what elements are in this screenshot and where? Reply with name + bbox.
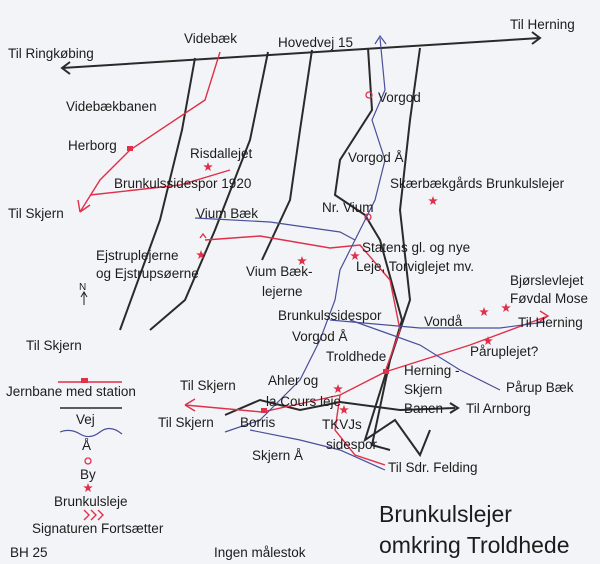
legend-river-line <box>59 427 123 438</box>
label-bjorslev: Bjørslevlejet <box>510 273 584 288</box>
vium-baek-river <box>194 217 356 241</box>
map-title-line1: Brunkulslejer <box>379 501 512 527</box>
author-mark: BH 25 <box>10 545 48 560</box>
rivers <box>194 34 546 471</box>
legend: Jernbane med station Vej Å By Brunkulsle… <box>6 378 164 536</box>
legend-road: Vej <box>76 412 95 427</box>
label-til-herning-2: Til Herning <box>518 315 583 330</box>
label-tkvj: TKVJs <box>322 417 362 432</box>
lignite-star-icon <box>428 196 438 205</box>
legend-river: Å <box>82 438 91 453</box>
road-troldhede <box>333 47 431 458</box>
label-vorgod-aa: Vorgod Å <box>348 150 404 165</box>
label-vium-baek-lejer-2: lejerne <box>262 284 303 299</box>
label-til-skjern-2: Til Skjern <box>26 338 82 353</box>
label-brunkulssidespor-1920: Brunkulssidespor 1920 <box>114 176 251 191</box>
legend-railway: Jernbane med station <box>6 384 136 399</box>
legend-lignite: Brunkulsleje <box>54 494 128 509</box>
label-ejstrup-2: og Ejstrupsøerne <box>96 266 199 281</box>
label-til-skjern-3: Til Skjern <box>180 378 236 393</box>
place-labels: Til Herning Videbæk Hovedvej 15 Til Ring… <box>8 17 588 475</box>
label-videbaekbanen: Videbækbanen <box>66 99 157 114</box>
label-tkvj-2: sidespor <box>326 437 378 452</box>
label-herning-skjern: Herning - <box>404 363 460 378</box>
label-videbaek: Videbæk <box>184 31 237 46</box>
lignite-star-icon <box>203 162 213 171</box>
scale-note: Ingen målestok <box>214 545 306 560</box>
lignite-star-icon <box>479 307 489 316</box>
label-ahler-2: la Cours leje <box>266 394 341 409</box>
herning-skjern-rail <box>184 235 401 413</box>
continues-icon <box>83 509 104 521</box>
road-west <box>149 51 269 331</box>
legend-town: By <box>80 467 96 482</box>
hovedvej-15-road <box>61 37 541 69</box>
label-borris: Borris <box>240 415 276 430</box>
label-til-skjern: Til Skjern <box>8 206 64 221</box>
label-skaerbaek: Skærbækgårds Brunkulslejer <box>390 176 565 191</box>
label-fovdal: Føvdal Mose <box>510 291 588 306</box>
label-til-herning: Til Herning <box>510 17 575 32</box>
map-title-line2: omkring Troldhede <box>379 532 570 558</box>
road-to-skjern-1 <box>119 57 196 331</box>
label-til-skjern-4: Til Skjern <box>158 415 214 430</box>
label-herning-skjern-2: Skjern <box>404 382 442 397</box>
roads <box>60 31 542 458</box>
town-icon <box>84 457 92 465</box>
label-skjern-aa: Skjern Å <box>252 448 303 463</box>
vonda-river <box>329 319 546 329</box>
label-vium-baek-lejer: Vium Bæk- <box>246 264 313 279</box>
skjern-aa-river <box>249 429 386 471</box>
label-til-sdr-felding: Til Sdr. Felding <box>388 460 478 475</box>
label-herborg: Herborg <box>68 138 117 153</box>
label-statens: Statens gl. og nye <box>362 240 470 255</box>
label-hovedvej: Hovedvej 15 <box>278 35 353 50</box>
label-vorgod-aa-2: Vorgod Å <box>292 329 348 344</box>
vorgod-aa-river <box>224 37 386 433</box>
north-label: N <box>79 282 86 293</box>
label-vonda: Vondå <box>424 314 463 329</box>
lignite-star-icon <box>333 384 343 393</box>
label-herning-skjern-3: Banen <box>404 401 443 416</box>
road-vium <box>261 49 313 261</box>
label-statens-2: Leje, Torviglejet mv. <box>356 259 474 274</box>
label-parup-baek: Pårup Bæk <box>506 380 574 395</box>
road-sdr-felding <box>370 47 421 451</box>
tkvj-sidespor <box>334 394 386 466</box>
label-til-arnborg: Til Arnborg <box>466 401 531 416</box>
label-ahler: Ahler og <box>268 373 318 388</box>
town-icon <box>365 91 373 99</box>
label-troldhede: Troldhede <box>326 349 386 364</box>
road-arnborg <box>224 398 456 416</box>
label-vium-baek: Vium Bæk <box>196 206 258 221</box>
legend-continues: Signaturen Fortsætter <box>32 521 164 536</box>
sidespor-1920 <box>89 169 231 196</box>
label-nr-vium: Nr. Vium <box>322 200 374 215</box>
lignite-star-icon <box>83 483 93 492</box>
parup-baek-river <box>349 319 501 391</box>
label-ejstrup: Ejstruplejerne <box>96 248 179 263</box>
label-brunkulssidespor: Brunkulssidespor <box>278 308 382 323</box>
north-arrow-icon <box>80 291 88 305</box>
label-vorgod: Vorgod <box>378 90 421 105</box>
label-risdallejet: Risdallejet <box>190 146 253 161</box>
label-paruplejet: Påruplejet? <box>470 344 538 359</box>
label-til-ringkobing: Til Ringkøbing <box>8 46 94 61</box>
